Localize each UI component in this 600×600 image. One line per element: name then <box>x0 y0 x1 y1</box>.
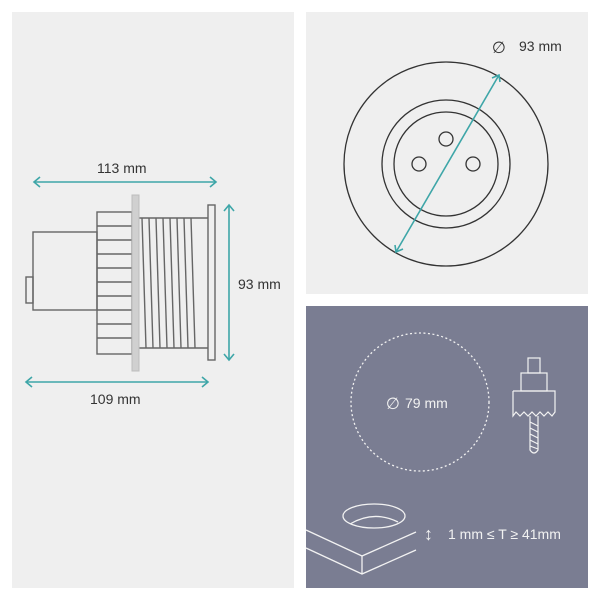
mounting-plate-icon <box>131 194 140 372</box>
front-view-panel: ∅ 93 mm <box>306 12 588 294</box>
side-view-drawing <box>24 176 235 388</box>
hole-diameter-label: 79 mm <box>405 395 448 411</box>
diameter-arrow-icon <box>394 73 501 254</box>
cutout-circle-icon <box>350 332 490 472</box>
hole-saw-icon <box>512 357 556 454</box>
thickness-label: 1 mm ≤ T ≥ 41mm <box>448 526 561 542</box>
worktop-slab-icon <box>306 503 417 575</box>
bottom-width-arrow-icon <box>24 376 210 388</box>
socket-side-outline-icon <box>25 204 216 361</box>
bottom-width-label: 109 mm <box>90 391 141 407</box>
height-arrow-icon <box>223 203 235 362</box>
height-label: 93 mm <box>238 276 281 292</box>
front-diameter-label: 93 mm <box>519 38 562 54</box>
hole-diameter-symbol: ∅ <box>386 396 400 413</box>
front-view-drawing <box>343 61 549 267</box>
cutout-drawing <box>306 332 556 575</box>
thickness-arrow-icon: ↕ <box>424 524 433 544</box>
cutout-panel: ∅ 79 mm ↕ 1 mm ≤ T ≥ 41mm <box>306 306 588 588</box>
top-width-label: 113 mm <box>97 160 147 176</box>
diameter-symbol: ∅ <box>492 40 506 57</box>
top-width-arrow-icon <box>32 176 218 188</box>
side-view-panel: 113 mm 93 mm 109 mm <box>12 12 294 588</box>
socket-front-outline-icon <box>343 61 549 267</box>
